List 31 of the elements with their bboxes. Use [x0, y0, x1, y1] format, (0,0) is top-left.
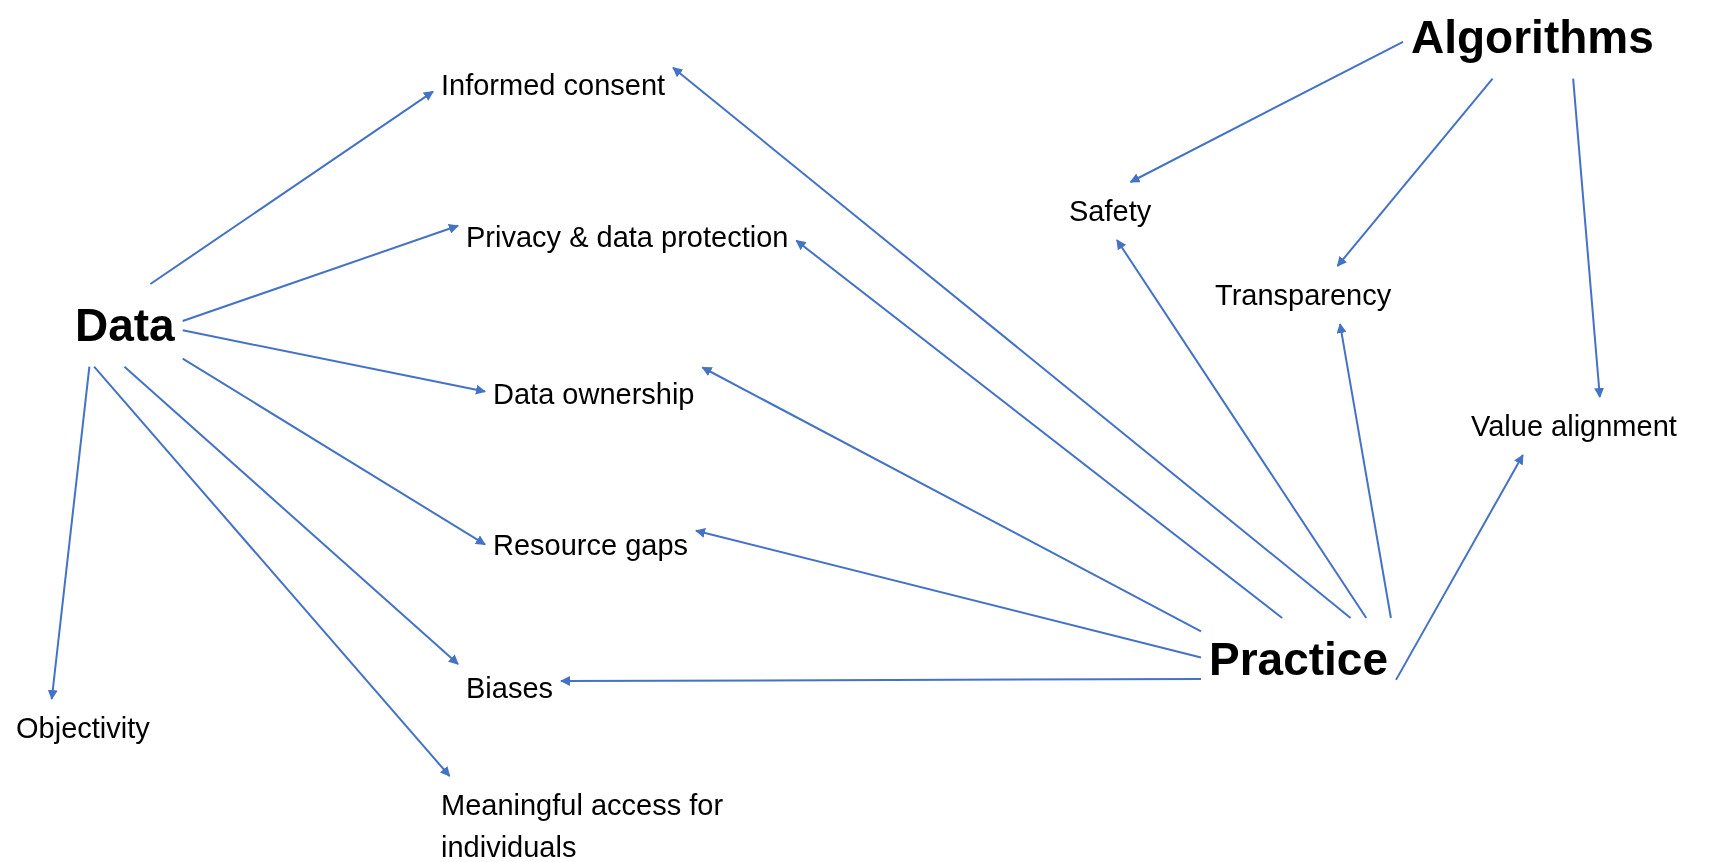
topic-label: Safety	[1061, 182, 1160, 241]
arrow	[123, 365, 459, 666]
arrow	[795, 239, 1284, 619]
category-heading: Algorithms	[1403, 0, 1662, 79]
topic-label: Informed consent	[433, 56, 674, 115]
topic-label: Objectivity	[8, 699, 158, 758]
topic-label: Value alignment	[1463, 397, 1685, 456]
arrow	[1336, 323, 1392, 619]
arrow	[1129, 40, 1404, 183]
topic-label: Biases	[458, 659, 562, 718]
arrow	[93, 365, 451, 777]
arrow	[1572, 77, 1605, 398]
topic-label: Data ownership	[485, 365, 703, 424]
arrow	[149, 90, 434, 285]
arrow	[181, 357, 486, 546]
arrow	[181, 224, 459, 322]
arrow	[695, 528, 1202, 659]
topic-label: Resource gaps	[485, 516, 697, 575]
arrow	[1116, 239, 1368, 619]
arrow	[1336, 77, 1494, 267]
topic-label: Meaningful access for individuals	[433, 776, 783, 862]
arrow	[672, 66, 1352, 619]
arrow	[181, 329, 486, 395]
category-heading: Practice	[1201, 618, 1396, 701]
arrow	[47, 365, 91, 700]
topic-label: Transparency	[1207, 266, 1400, 325]
topic-label: Privacy & data protection	[458, 208, 797, 267]
category-heading: Data	[67, 284, 183, 367]
arrow	[1395, 454, 1524, 681]
arrow	[701, 366, 1202, 633]
arrow	[560, 676, 1202, 687]
